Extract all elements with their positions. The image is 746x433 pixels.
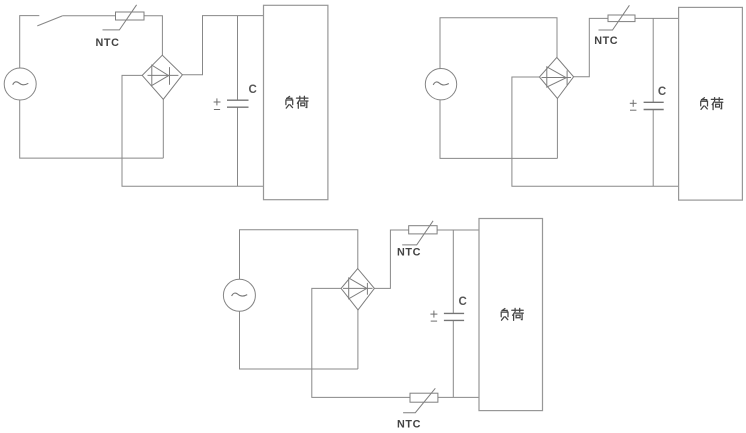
- svg-text:NTC: NTC: [594, 35, 618, 47]
- svg-text:C: C: [658, 86, 666, 98]
- svg-text:C: C: [249, 84, 257, 96]
- svg-text:C: C: [459, 296, 467, 308]
- svg-text:NTC: NTC: [397, 419, 421, 431]
- svg-text:NTC: NTC: [96, 37, 120, 49]
- svg-text:NTC: NTC: [397, 247, 421, 259]
